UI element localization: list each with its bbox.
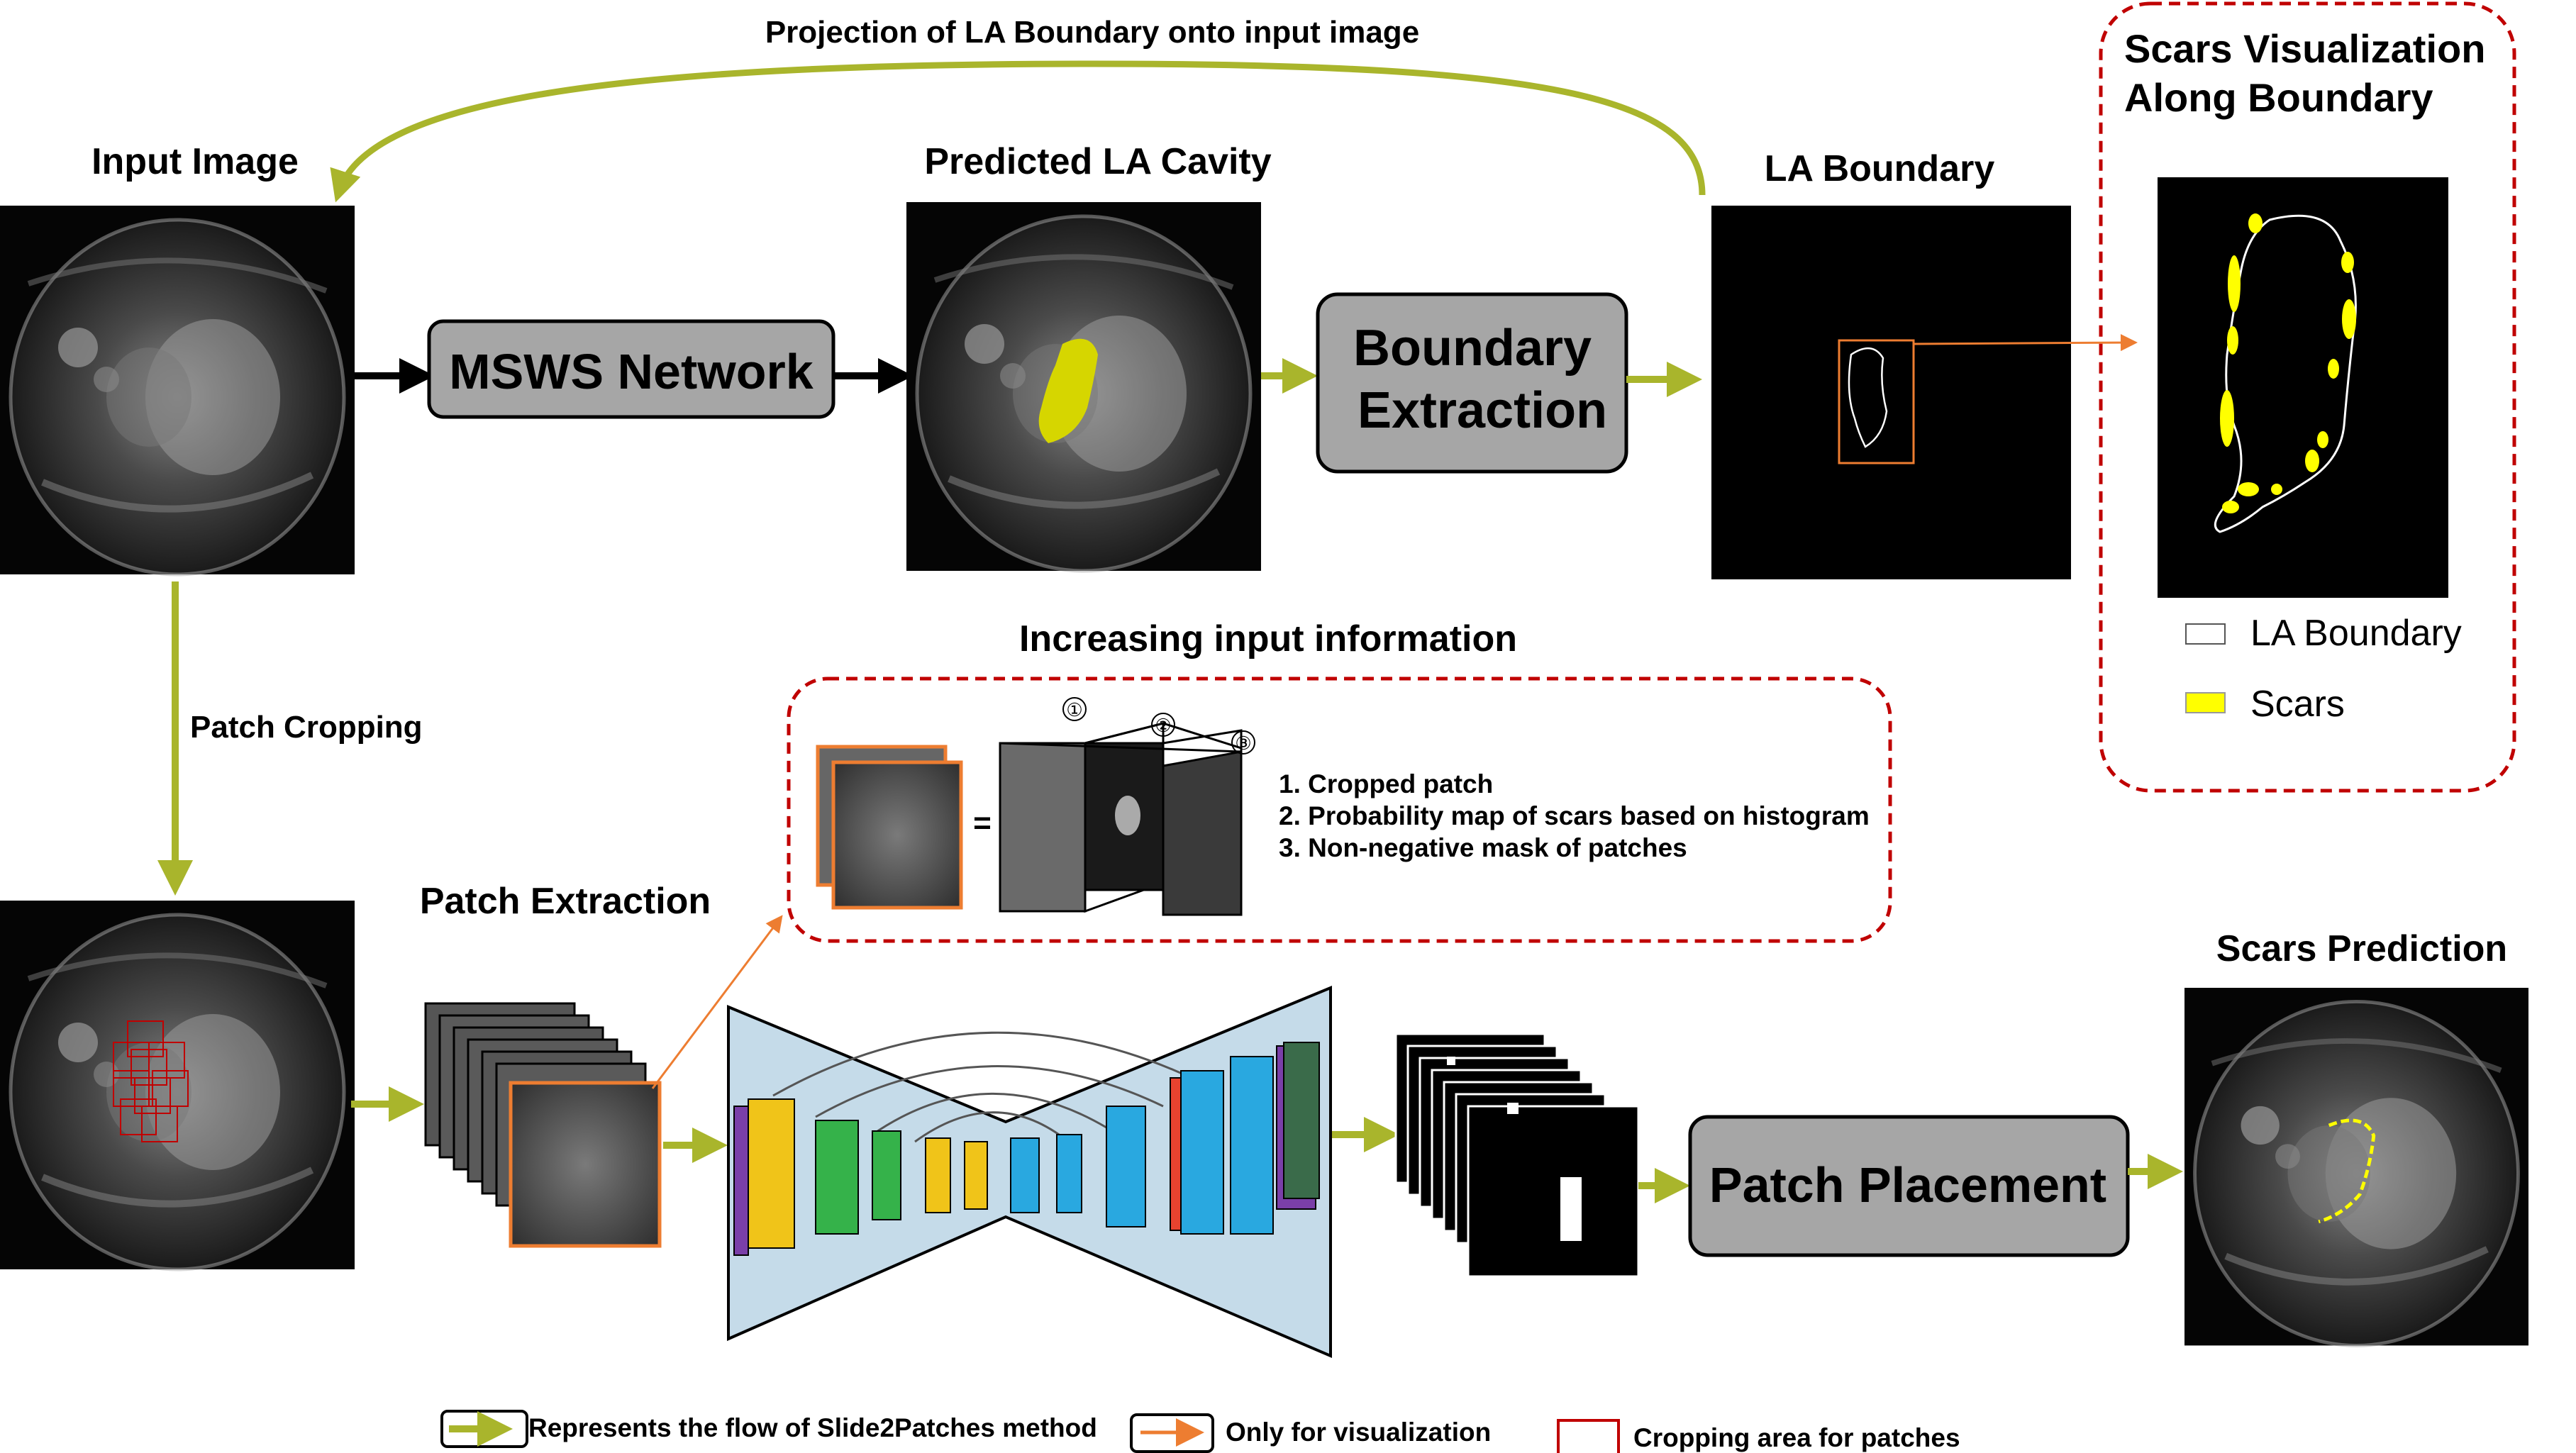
- patch-placement-box: [1688, 1115, 2130, 1257]
- highlighted-patch: [509, 1081, 662, 1248]
- arrow-patch-to-info: [651, 915, 783, 1089]
- msws-network-label: MSWS Network: [449, 344, 813, 399]
- legend-cropping-box: [1557, 1419, 1620, 1453]
- predicted-la-cavity-image: [906, 202, 1261, 571]
- input-info-item-3: 3. Non-negative mask of patches: [1279, 833, 1687, 862]
- slice-marker-2: ②: [1155, 715, 1171, 736]
- legend-scars-label: Scars: [2250, 684, 2345, 725]
- predicted-scars: [2318, 1118, 2376, 1224]
- slice-nonnegative-mask: [1162, 750, 1243, 916]
- legend-cropping-label: Cropping area for patches: [1633, 1423, 1960, 1452]
- input-info-item-2: 2. Probability map of scars based on his…: [1279, 801, 1870, 830]
- slice-marker-3: ③: [1235, 733, 1251, 754]
- equals-sign: =: [973, 806, 992, 840]
- increasing-input-title: Increasing input information: [1019, 618, 1517, 659]
- input-info-item-1: 1. Cropped patch: [1279, 769, 1493, 798]
- scars-prediction-title: Scars Prediction: [2216, 928, 2507, 969]
- legend-flow-label: Represents the flow of Slide2Patches met…: [528, 1413, 1097, 1442]
- scars-visualization-title-1: Scars Visualization: [2124, 26, 2485, 71]
- network-layers: [733, 1042, 1320, 1256]
- patch-placement-label: Patch Placement: [1709, 1157, 2106, 1213]
- channel-slices: [999, 722, 1243, 916]
- scars-visualization-image: [2158, 177, 2448, 598]
- la-boundary-zoom-box: [1838, 339, 1915, 464]
- patch-stack: [424, 1002, 662, 1248]
- la-boundary-image: [1711, 206, 2071, 579]
- patch-cropping-label: Patch Cropping: [190, 710, 423, 745]
- scars-prediction-image: [2184, 988, 2528, 1345]
- slice-cropped-patch: [999, 742, 1087, 913]
- cavity-mask: [1038, 338, 1098, 443]
- msws-network-box: [427, 319, 835, 419]
- projection-arrow: [330, 60, 1706, 203]
- scar-marks: [2220, 213, 2356, 513]
- legend-boundary-label: LA Boundary: [2250, 613, 2462, 654]
- arrow-zoom-to-scars: [1913, 334, 2138, 352]
- la-boundary-title: LA Boundary: [1765, 148, 1995, 189]
- scars-visualization-title-2: Along Boundary: [2124, 75, 2433, 120]
- legend-boundary-swatch: [2185, 623, 2226, 645]
- la-boundary-contour: [1848, 347, 1888, 448]
- projection-label: Projection of LA Boundary onto input ima…: [765, 15, 1419, 50]
- cropped-input-image: [0, 901, 355, 1269]
- input-image-title: Input Image: [91, 141, 299, 182]
- predicted-la-cavity-title: Predicted LA Cavity: [924, 141, 1271, 182]
- legend-scars-swatch: [2185, 692, 2226, 713]
- cropping-grid: [113, 1020, 189, 1142]
- output-patches: [1394, 1032, 1640, 1278]
- input-image: [0, 206, 355, 574]
- boundary-extraction-label-2: Extraction: [1358, 382, 1607, 439]
- legend-visualization-box: [1130, 1413, 1214, 1453]
- boundary-extraction-label-1: Boundary: [1353, 320, 1592, 377]
- scars-visualization-frame: [2099, 1, 2516, 793]
- skip-connections: [772, 1031, 1221, 1143]
- multichannel-patch: [816, 745, 963, 910]
- slice-markers: ① ② ③: [1062, 697, 1255, 755]
- legend-visualization-label: Only for visualization: [1226, 1418, 1491, 1447]
- bottom-legend: Represents the flow of Slide2Patches met…: [440, 1410, 1960, 1453]
- slice-marker-1: ①: [1066, 699, 1082, 720]
- patch-extraction-title: Patch Extraction: [420, 881, 711, 922]
